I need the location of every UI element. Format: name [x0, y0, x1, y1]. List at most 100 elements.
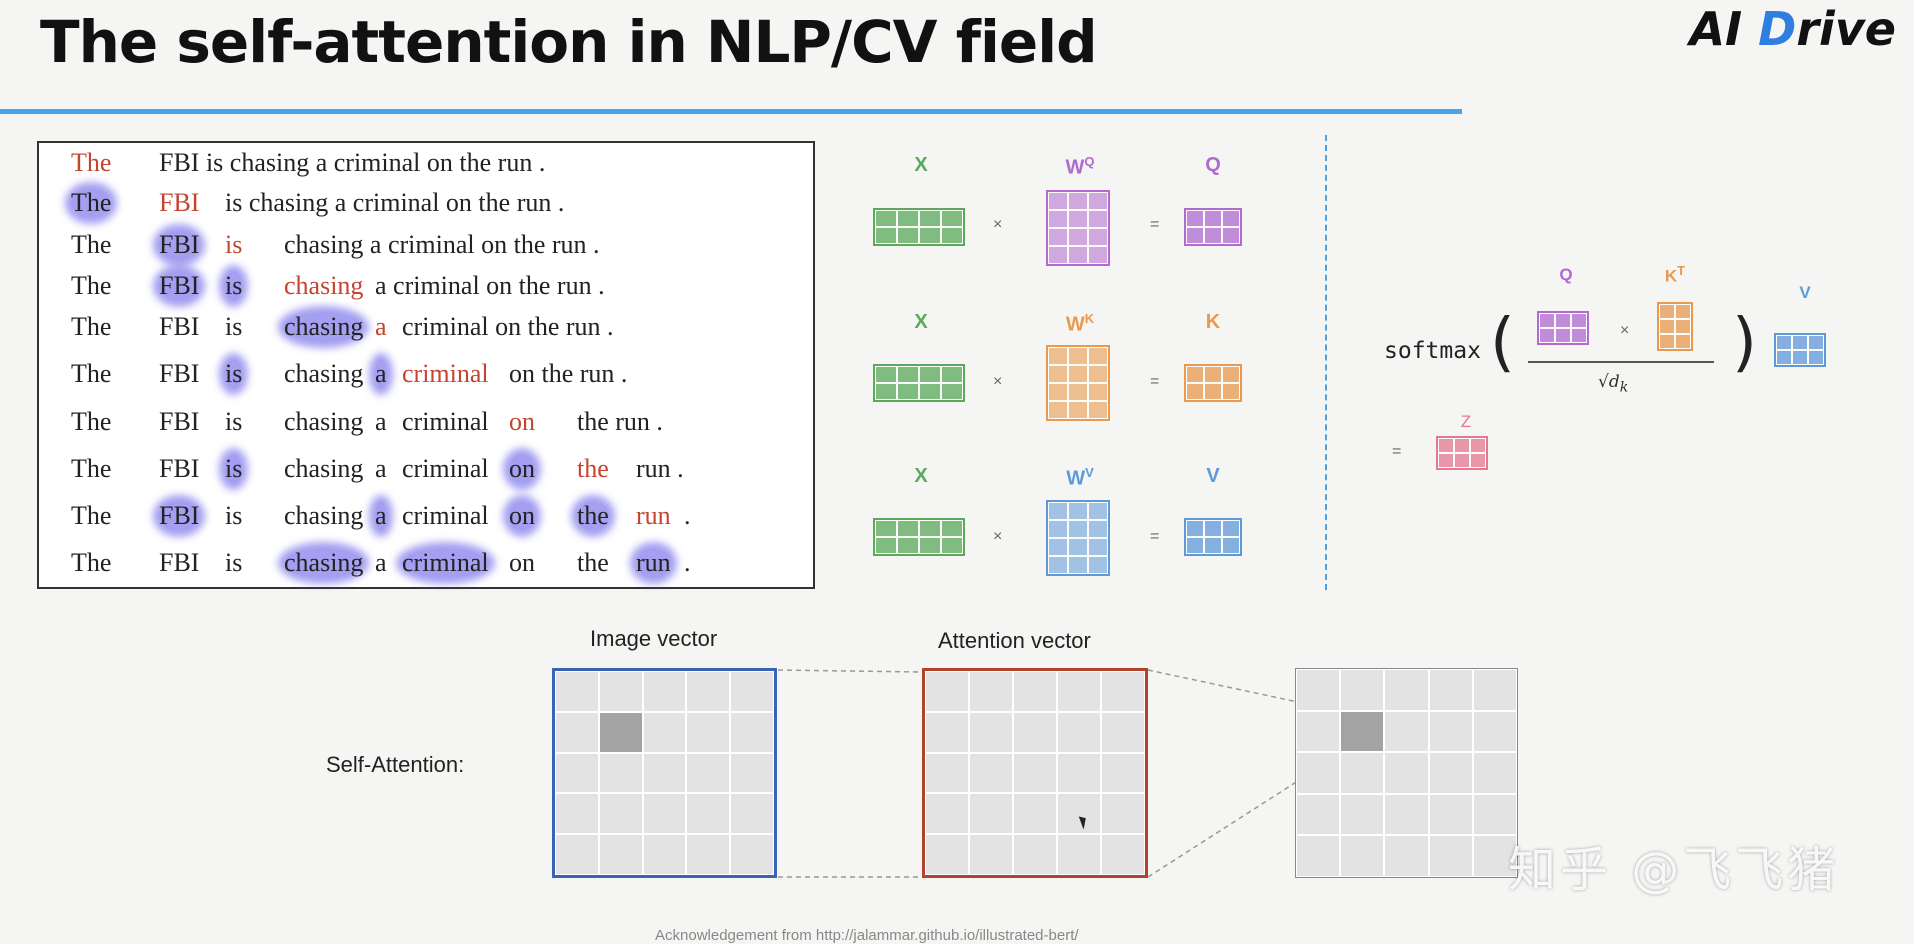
- matrix-cell: [919, 383, 941, 400]
- matrix-cell: [1186, 537, 1204, 554]
- matrix-cell: [1222, 210, 1240, 227]
- formula-z-label: Z: [1460, 412, 1472, 431]
- matrix-cell: [1776, 350, 1792, 365]
- grid-cell: [969, 834, 1013, 875]
- word: FBI: [159, 548, 200, 577]
- grid-cell: [686, 793, 731, 835]
- matrix-cell: [1048, 347, 1068, 365]
- word: on the run .: [509, 359, 628, 388]
- word: chasing: [284, 407, 364, 436]
- matrix-cell: [1539, 313, 1555, 328]
- highlighted-word: FBI: [159, 271, 200, 301]
- highlighted-word: on: [509, 454, 535, 484]
- grid-cell: [555, 711, 599, 753]
- matrix-cell: [919, 210, 941, 227]
- attention-vector-grid: [922, 668, 1148, 878]
- wv-label-sup: V: [1085, 465, 1094, 480]
- word: the run .: [577, 407, 663, 436]
- matrix-cell: [919, 537, 941, 554]
- grid-cell: [730, 671, 774, 712]
- highlighted-word: is: [225, 454, 243, 484]
- formula-kt-label: KT: [1660, 263, 1690, 287]
- output-grid: [1295, 668, 1518, 878]
- image-vector-grid: [552, 668, 777, 878]
- sqrt-dk-sub: k: [1619, 379, 1629, 396]
- matrix-cell: [1222, 366, 1240, 383]
- grid-cell: [1013, 752, 1057, 794]
- matrix-cell: [1792, 335, 1808, 350]
- grid-cell: [1101, 752, 1145, 794]
- highlighted-word: chasing: [284, 312, 364, 342]
- word: FBI: [159, 359, 200, 388]
- grid-cell: [730, 711, 774, 753]
- grid-cell: [555, 793, 599, 835]
- grid-cell: [1472, 710, 1517, 753]
- matrix-cell: [1555, 313, 1571, 328]
- matrix-cell: [1776, 335, 1792, 350]
- matrix-cell: [897, 537, 919, 554]
- grid-cell: [1428, 669, 1473, 711]
- focus-word: FBI: [159, 188, 200, 217]
- v-label: V: [1206, 465, 1220, 487]
- word: The: [71, 501, 112, 530]
- grid-cell: [555, 834, 599, 875]
- formula-kt-sup: T: [1677, 263, 1686, 278]
- matrix-cell: [919, 227, 941, 244]
- formula-kt-matrix: [1657, 302, 1693, 351]
- grid-cell: [1101, 793, 1145, 835]
- wk-matrix: [1046, 345, 1110, 421]
- fraction-bar: [1528, 361, 1714, 363]
- highlighted-word: is: [225, 271, 243, 301]
- matrix-cell: [1048, 192, 1068, 210]
- matrix-cell: [1068, 192, 1088, 210]
- selected-cell: [598, 711, 643, 753]
- zhihu-watermark: 知乎 @飞飞猪: [1508, 842, 1840, 898]
- matrix-cell: [897, 210, 919, 227]
- v-matrix: [1184, 518, 1242, 556]
- grid-cell: [642, 834, 687, 875]
- matrix-cell: [1222, 537, 1240, 554]
- matrix-cell: [1068, 383, 1088, 401]
- matrix-cell: [1675, 334, 1691, 349]
- grid-cell: [555, 752, 599, 794]
- highlighted-word: is: [225, 359, 243, 389]
- grid-cell: [925, 834, 969, 875]
- matrix-cell: [1222, 383, 1240, 400]
- formula-q-matrix: [1537, 311, 1589, 345]
- word: run .: [636, 454, 684, 483]
- wq-matrix: [1046, 190, 1110, 266]
- grid-cell: [642, 671, 687, 712]
- matrix-cell: [1088, 538, 1108, 556]
- focus-word: criminal: [402, 359, 489, 388]
- matrix-cell: [1470, 453, 1486, 468]
- x-label-3: X: [914, 465, 928, 487]
- matrix-cell: [897, 520, 919, 537]
- grid-cell: [598, 793, 643, 835]
- matrix-cell: [1204, 520, 1222, 537]
- grid-cell: [1013, 793, 1057, 835]
- k-label: K: [1205, 311, 1221, 333]
- matrix-cell: [1068, 401, 1088, 419]
- matrix-cell: [875, 520, 897, 537]
- sqrt-dk-main: √d: [1598, 372, 1620, 392]
- word: The: [71, 454, 112, 483]
- highlighted-word: the: [577, 501, 609, 531]
- matrix-cell: [1555, 328, 1571, 343]
- grid-cell: [925, 752, 969, 794]
- matrix-cell: [941, 366, 963, 383]
- matrix-cell: [1675, 304, 1691, 319]
- grid-cell: [1472, 669, 1517, 711]
- q-matrix: [1184, 208, 1242, 246]
- matrix-cell: [1659, 304, 1675, 319]
- word: The: [71, 359, 112, 388]
- word: criminal on the run .: [402, 312, 614, 341]
- x-label-2: X: [914, 311, 928, 333]
- section-divider: [1325, 135, 1327, 590]
- k-matrix: [1184, 364, 1242, 402]
- highlighted-word: on: [509, 501, 535, 531]
- word: criminal: [402, 454, 489, 483]
- matrix-cell: [1068, 347, 1088, 365]
- open-paren: (: [1490, 306, 1515, 380]
- grid-cell: [925, 671, 969, 712]
- matrix-cell: [1571, 328, 1587, 343]
